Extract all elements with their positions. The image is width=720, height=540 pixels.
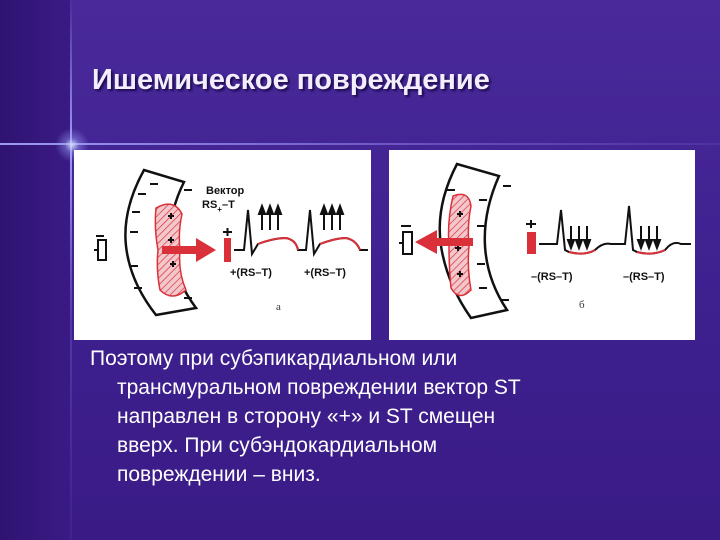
lead-label-b-left: –(RS–T) (531, 271, 573, 283)
body-line-4: вверх. При субэндокардиальном (117, 434, 438, 457)
left-electrode (94, 235, 107, 261)
st-depression-b2 (636, 249, 666, 255)
figure-a-panel: Вектор RS+–T +(RS–T) +(RS–T) а (74, 150, 371, 340)
wall-minus-signs (447, 185, 511, 301)
lead-label-b-right: –(RS–T) (623, 271, 665, 283)
slide-body-text: Поэтому при субэпикардиальном или трансм… (90, 344, 690, 489)
body-line-2: трансмуральном повреждении вектор ST (117, 376, 521, 399)
st-vector-arrow (415, 230, 473, 254)
lead-label-a-right: +(RS–T) (304, 267, 346, 279)
panel-letter-a: а (276, 301, 281, 313)
body-line-3: направлен в сторону «+» и ST смещен (117, 405, 496, 428)
st-elevation-a1 (257, 236, 299, 251)
vector-label-line2: RS+–T (202, 199, 235, 214)
st-depression-b1 (568, 249, 596, 255)
slide-title: Ишемическое повреждение (92, 64, 490, 96)
figure-b-panel: –(RS–T) –(RS–T) б (389, 150, 695, 340)
upward-arrows (257, 203, 345, 230)
left-electrode (399, 225, 413, 255)
figure-b-diagram: –(RS–T) –(RS–T) б (399, 162, 691, 320)
lead-label-a-left: +(RS–T) (230, 267, 272, 279)
right-electrode (527, 232, 536, 254)
st-elevation-a2 (319, 236, 361, 251)
horizontal-accent-line (0, 143, 720, 145)
panel-letter-b: б (579, 299, 585, 311)
downward-arrows (566, 226, 662, 251)
body-line-5: повреждении – вниз. (117, 463, 321, 486)
ecg-tracing (539, 205, 691, 255)
wall-minus-signs (130, 183, 192, 299)
ecg-tracing (234, 209, 368, 258)
body-line-1: Поэтому при субэпикардиальном или (90, 347, 458, 370)
injury-plus-signs (168, 213, 176, 267)
left-decor-band (0, 0, 72, 540)
right-electrode (224, 238, 231, 262)
st-vector-arrow (162, 238, 216, 262)
figure-a-diagram: Вектор RS+–T +(RS–T) +(RS–T) а (94, 168, 368, 317)
vertical-accent-line (70, 0, 72, 540)
vector-label-line1: Вектор (206, 185, 245, 197)
